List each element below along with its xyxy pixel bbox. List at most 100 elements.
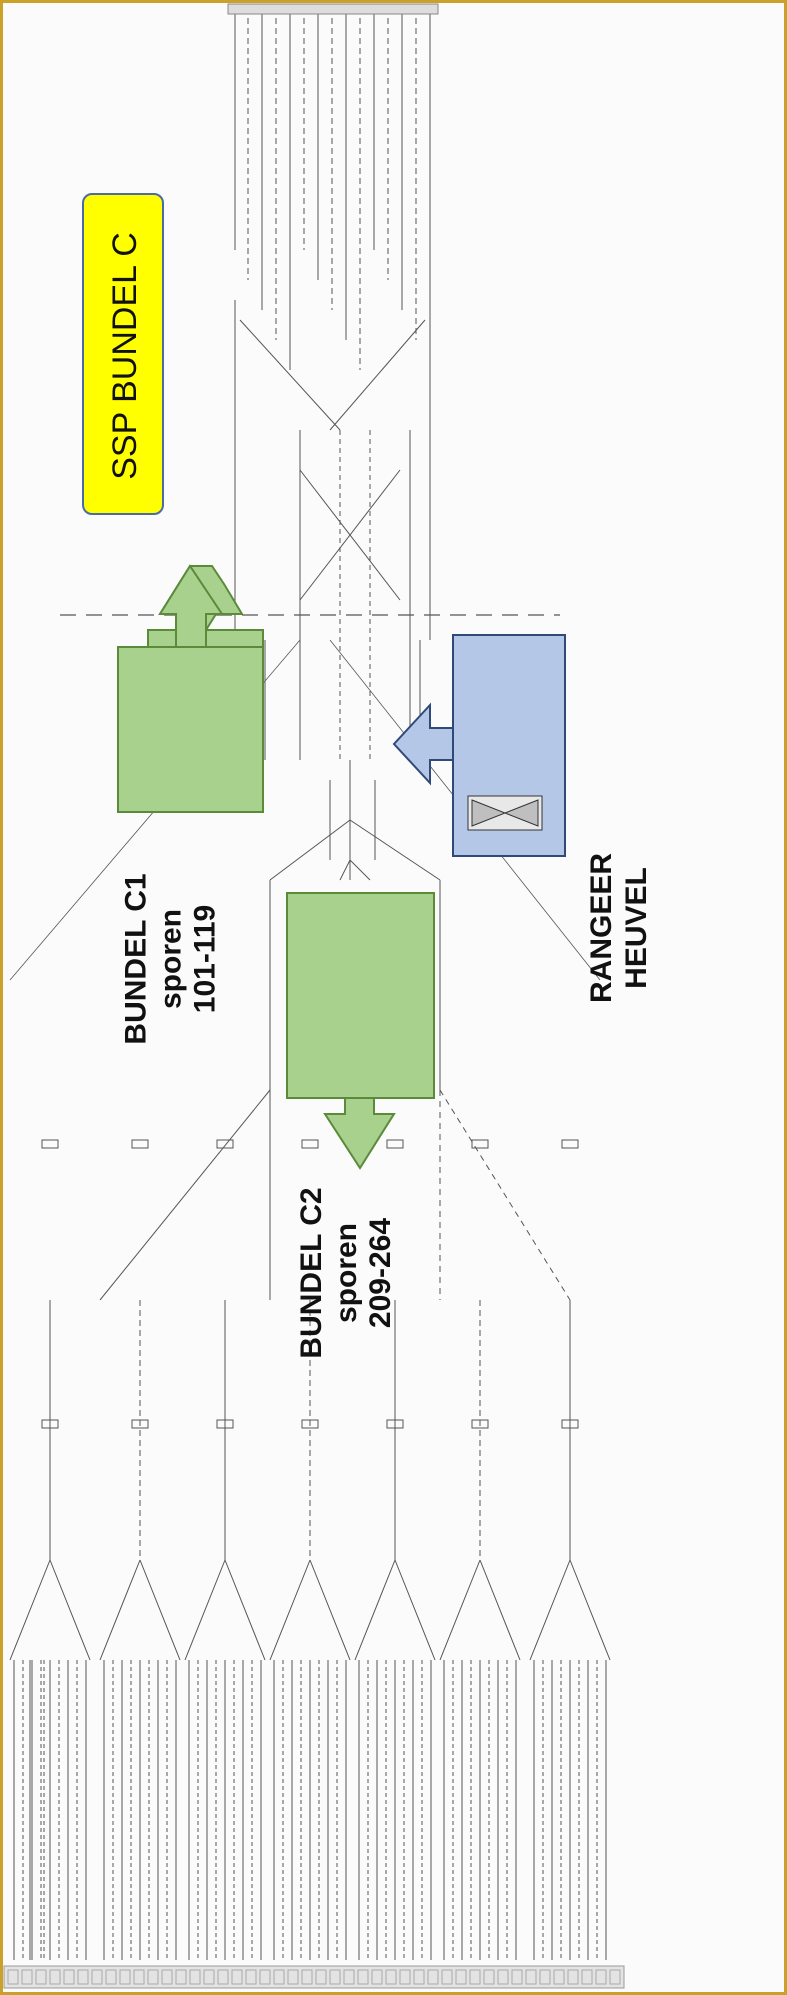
hump-label: RANGEER HEUVEL [585,843,681,1013]
track-number-cell [511,1969,523,1985]
signal-box [386,1139,404,1149]
track-number-cell [301,1969,313,1985]
track-number-cell [371,1969,383,1985]
track-line [139,1559,181,1661]
track-number-cell [483,1969,495,1985]
track-number-cell [147,1969,159,1985]
track-number-cell [385,1969,397,1985]
track-number-cell [567,1969,579,1985]
track-number-cell [329,1969,341,1985]
track-number-cell [161,1969,173,1985]
track-line [354,1559,396,1661]
track-line [569,1559,611,1661]
track-number-cell [343,1969,355,1985]
bundle-c1-box [117,646,264,813]
track-number-cell [119,1969,131,1985]
track-line [224,1559,266,1661]
track-line [99,1089,271,1301]
track-number-cell [105,1969,117,1985]
track-number-cell [399,1969,411,1985]
hump-symbol-right [503,799,539,827]
track-number-cell [553,1969,565,1985]
track-number-cell [203,1969,215,1985]
track-line [349,819,441,881]
bundle-c2-range: 209-264 [364,1217,397,1329]
track-line [184,1559,226,1661]
signal-box [131,1419,149,1429]
track-line [269,1559,311,1661]
track-number-cell [7,1969,19,1985]
track-number-cell [455,1969,467,1985]
track-number-cell [581,1969,593,1985]
bundle-c2-box [286,892,435,1099]
track-number-cell [35,1969,47,1985]
bundle-c1-label: BUNDEL C1 sporen 101-119 [120,837,282,1082]
track-line [394,1559,436,1661]
track-number-cell [175,1969,187,1985]
track-number-cell [273,1969,285,1985]
track-header-bar [227,3,439,15]
track-line [439,1089,571,1301]
title-box: SSP BUNDEL C [82,193,164,515]
signal-box [471,1139,489,1149]
track-number-cell [497,1969,509,1985]
track-number-cell [539,1969,551,1985]
track-number-cell [245,1969,257,1985]
track-number-cell [287,1969,299,1985]
signal-box [216,1139,234,1149]
track-number-cell [357,1969,369,1985]
bundle-c1-range: 101-119 [188,904,222,1014]
signal-box [561,1419,579,1429]
track-line [349,859,371,881]
hump-arrow [392,702,454,786]
track-number-cell [91,1969,103,1985]
signal-box [386,1419,404,1429]
track-number-cell [259,1969,271,1985]
track-number-band [3,1965,625,1989]
track-number-cell [77,1969,89,1985]
track-line [299,469,401,601]
track-number-cell [427,1969,439,1985]
track-number-cell [217,1969,229,1985]
bundle-c2-arrow [323,1097,396,1170]
track-number-cell [525,1969,537,1985]
callout-shapes [117,564,566,1170]
signal-box [561,1139,579,1149]
track-number-cell [49,1969,61,1985]
track-number-cell [413,1969,425,1985]
signal-box [131,1139,149,1149]
track-line [9,1559,51,1661]
track-line [479,1559,521,1661]
bundle-c2-name: BUNDEL C2 [295,1187,328,1359]
track-number-cell [133,1969,145,1985]
track-lines [3,3,625,1989]
signal-box [301,1419,319,1429]
bundle-c2-caption: sporen [329,1222,363,1324]
track-number-cell [315,1969,327,1985]
bundle-c2-label: BUNDEL C2 sporen 209-264 [295,1123,445,1423]
bundle-c1-arrow [158,564,224,648]
track-number-cell [21,1969,33,1985]
track-line [99,1559,141,1661]
signal-box [216,1419,234,1429]
signal-box [41,1139,59,1149]
hump-symbol-left [471,799,507,827]
signal-box [301,1139,319,1149]
track-number-cell [469,1969,481,1985]
bundle-c1-caption: sporen [154,908,187,1010]
track-number-cell [63,1969,75,1985]
signal-box [471,1419,489,1429]
track-line [529,1559,571,1661]
track-line [439,1559,481,1661]
track-number-cell [441,1969,453,1985]
track-line [329,319,426,431]
signal-box [41,1419,59,1429]
track-line [269,819,351,881]
page-title: SSP BUNDEL C [106,232,144,480]
track-number-cell [595,1969,607,1985]
track-number-cell [231,1969,243,1985]
track-line [309,1559,351,1661]
track-number-cell [609,1969,621,1985]
hump-line1: RANGEER [585,853,618,1004]
